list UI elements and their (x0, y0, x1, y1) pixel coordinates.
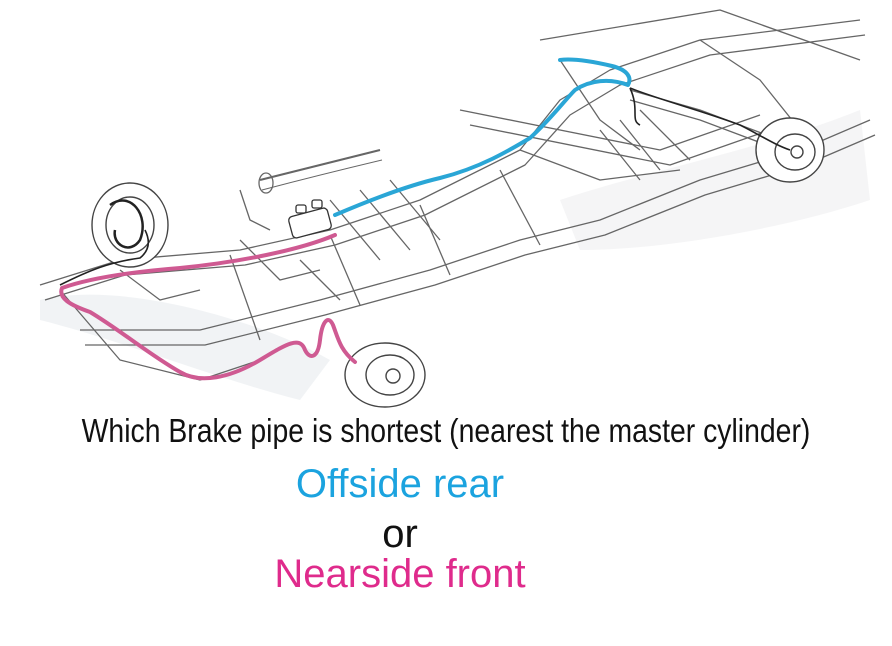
option-separator: or (382, 512, 418, 556)
brake-hoses (59, 87, 791, 286)
floor-shadow (40, 294, 330, 400)
offside-rear-pipe (333, 57, 632, 217)
brake-chassis-diagram (39, 9, 876, 408)
question-text: Which Brake pipe is shortest (nearest th… (81, 412, 811, 449)
front-right-drum (344, 342, 426, 408)
nearside-front-pipe (59, 233, 357, 381)
front-left-drum (91, 182, 169, 268)
option-nearside-front: Nearside front (274, 552, 526, 596)
option-offside-rear: Offside rear (295, 462, 505, 506)
master-cylinder (288, 199, 332, 239)
